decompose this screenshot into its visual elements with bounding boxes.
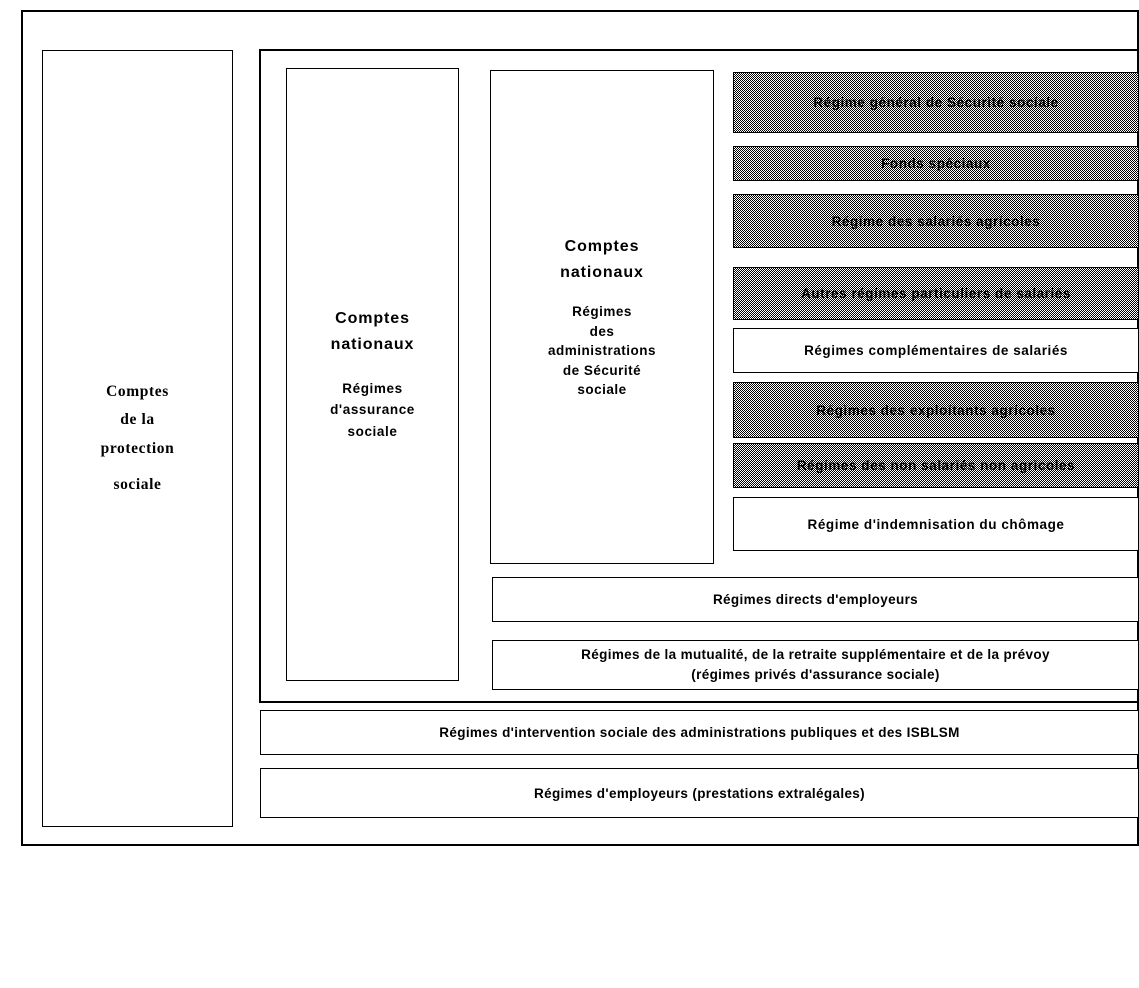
social-insurance-frame (259, 49, 1139, 703)
box-comptes-protection-sociale: Comptes de la protection sociale (42, 50, 233, 827)
wide-box-label-line-1: Régimes de la mutualité, de la retraite … (581, 647, 1050, 663)
assurance-sub-line-1: Régimes (342, 380, 403, 396)
box-regimes-employeurs-prestations-extralegales: Régimes d'employeurs (prestations extral… (260, 768, 1139, 818)
administrations-heading-line-2: nationaux (560, 264, 644, 282)
regime-label: Régime des salariés agricoles (831, 213, 1041, 229)
assurance-sub-line-2: d'assurance (330, 402, 415, 418)
regime-label: Régimes complémentaires de salariés (804, 343, 1068, 358)
regime-label: Régime d'indemnisation du chômage (807, 516, 1065, 532)
box-fonds-speciaux: Fonds spéciaux (733, 146, 1139, 181)
regime-label: Régimes des non salariés non agricoles (796, 458, 1076, 473)
box-comptes-nationaux-assurance-sociale: Comptes nationaux Régimes d'assurance so… (286, 68, 459, 681)
administrations-sub-line-2: des (589, 323, 615, 339)
full-box-label: Régimes d'employeurs (prestations extral… (533, 785, 866, 801)
protection-line-gap (101, 464, 175, 471)
wide-box-label: Régimes directs d'employeurs (712, 591, 919, 607)
box-regimes-exploitants-agricoles: Régimes des exploitants agricoles (733, 382, 1139, 438)
administrations-sub-line-3: administrations (547, 343, 657, 359)
assurance-heading-line-2: nationaux (330, 335, 415, 353)
administrations-spacer (548, 286, 656, 302)
assurance-sub-line-3: sociale (347, 424, 398, 440)
box-regime-general-securite-sociale: Régime général de Sécurité sociale (733, 72, 1139, 133)
administrations-sub-line-5: sociale (577, 382, 627, 398)
protection-line-1: Comptes (106, 382, 169, 400)
box-regime-salaries-agricoles: Régime des salariés agricoles (733, 194, 1139, 248)
regime-label: Autres régimes particuliers de salariés (801, 286, 1071, 301)
box-regimes-complementaires-salaries: Régimes complémentaires de salariés (733, 328, 1139, 373)
protection-line-2: de la (120, 411, 155, 429)
box-regimes-intervention-sociale-administrations-publiques-isblsm: Régimes d'intervention sociale des admin… (260, 710, 1139, 755)
regime-label: Régimes des exploitants agricoles (816, 402, 1056, 418)
administrations-sub-line-4: de Sécurité (562, 362, 642, 378)
full-box-label: Régimes d'intervention sociale des admin… (439, 725, 960, 740)
assurance-heading-line-1: Comptes (335, 309, 410, 327)
box-comptes-nationaux-administrations-securite-sociale: Comptes nationaux Régimes des administra… (490, 70, 714, 564)
protection-line-4: sociale (113, 475, 162, 493)
protection-line-3: protection (100, 440, 175, 457)
box-regime-indemnisation-chomage: Régime d'indemnisation du chômage (733, 497, 1139, 551)
box-regimes-directs-employeurs: Régimes directs d'employeurs (492, 577, 1139, 622)
box-autres-regimes-particuliers-salaries: Autres régimes particuliers de salariés (733, 267, 1139, 320)
administrations-heading-line-1: Comptes (564, 238, 640, 256)
wide-box-label-line-2: (régimes privés d'assurance sociale) (691, 667, 940, 682)
administrations-sub-line-1: Régimes (572, 304, 632, 319)
regime-label: Régime général de Sécurité sociale (813, 95, 1059, 110)
box-regimes-non-salaries-non-agricoles: Régimes des non salariés non agricoles (733, 443, 1139, 488)
box-regimes-mutualite-retraite-prevoyance: Régimes de la mutualité, de la retraite … (492, 640, 1139, 690)
assurance-spacer (330, 358, 415, 378)
regime-label: Fonds spéciaux (881, 156, 991, 171)
